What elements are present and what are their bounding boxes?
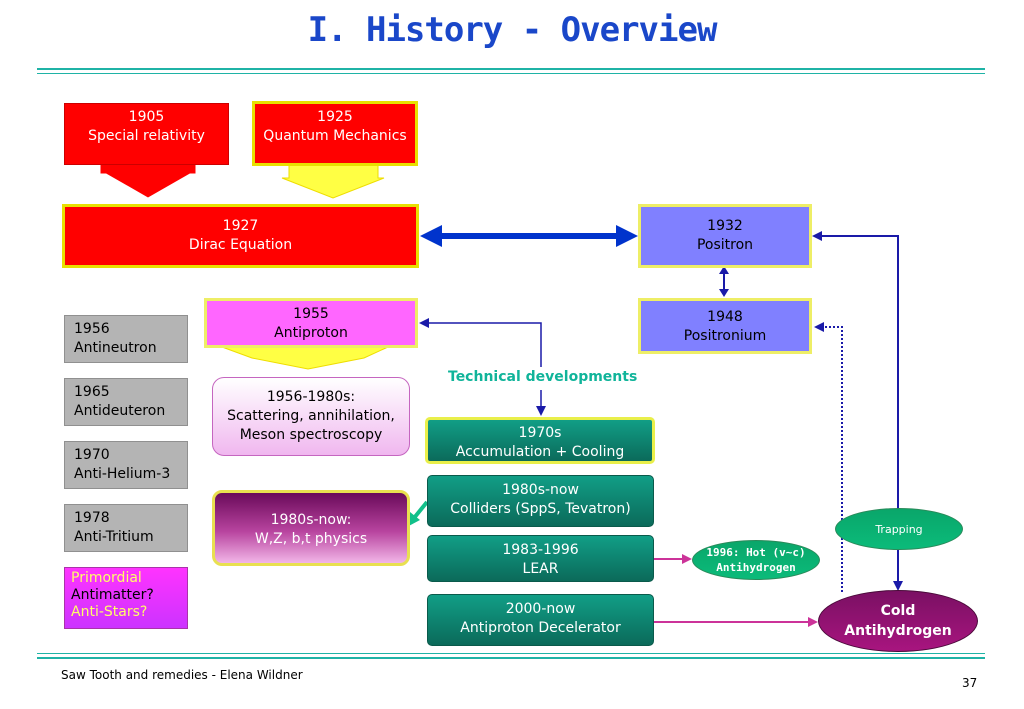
positron-year: 1932 — [707, 218, 743, 234]
sidebar-year: 1965 — [74, 384, 110, 400]
sidebar-label: Antineutron — [74, 340, 157, 356]
dirac-label: Dirac Equation — [188, 237, 293, 253]
tech-label: LEAR — [522, 561, 559, 577]
dirac-positron-head-left — [420, 225, 442, 247]
dirac-year: 1927 — [222, 218, 259, 234]
trapping-to-cold-head — [893, 581, 903, 591]
header-rule — [37, 68, 985, 70]
tech-to-antiproton-head — [419, 318, 429, 328]
tech-to-antiproton-line — [426, 322, 542, 367]
physics-line1: 1980s-now: — [270, 512, 352, 528]
positron-positronium-head-up — [719, 266, 729, 274]
scattering-box: 1956-1980s: Scattering, annihilation, Me… — [212, 377, 410, 456]
dirac-equation-box: 1927 Dirac Equation — [62, 204, 419, 268]
colliders-to-physics-line — [412, 500, 429, 520]
positron-box: 1932 Positron — [638, 204, 812, 268]
tech-year: 2000-now — [505, 601, 576, 617]
hot-antihydrogen-line2: Antihydrogen — [716, 561, 796, 574]
antiproton-label: Antiproton — [274, 325, 348, 341]
scattering-line3: Meson spectroscopy — [239, 427, 383, 443]
footer-rule — [37, 657, 985, 659]
cold-to-positronium-dotted — [822, 326, 843, 592]
primordial-line1: Primordial — [71, 570, 142, 586]
primordial-box: Primordial Antimatter? Anti-Stars? — [64, 567, 188, 629]
lear-to-hot-head — [682, 554, 692, 564]
cold-antihydrogen-line2: Antihydrogen — [844, 623, 952, 639]
tech-antiproton-decelerator: 2000-now Antiproton Decelerator — [427, 594, 654, 646]
quantum-mechanics-year: 1925 — [317, 109, 353, 125]
tech-year: 1983-1996 — [502, 542, 579, 558]
page-title: I. History - Overview — [307, 10, 718, 50]
tech-lear: 1983-1996 LEAR — [427, 535, 654, 582]
positronium-year: 1948 — [707, 309, 743, 325]
tech-label: Antiproton Decelerator — [460, 620, 621, 636]
quantum-mechanics-label: Quantum Mechanics — [263, 128, 407, 144]
positronium-box: 1948 Positronium — [638, 298, 812, 354]
trapping-label: Trapping — [875, 522, 923, 536]
sidebar-antideuteron: 1965 Antideuteron — [64, 378, 188, 426]
trapping-oval: Trapping — [835, 508, 963, 550]
sidebar-year: 1978 — [74, 510, 110, 526]
physics-box: 1980s-now: W,Z, b,t physics — [212, 490, 410, 566]
footer-rule-thin — [37, 653, 985, 654]
cold-to-positronium-head — [814, 322, 824, 332]
sidebar-year: 1956 — [74, 321, 110, 337]
down-arrow-qm — [281, 163, 385, 199]
sidebar-label: Anti-Helium-3 — [74, 466, 171, 482]
primordial-line2: Antimatter? — [71, 587, 154, 603]
special-relativity-label: Special relativity — [88, 128, 205, 144]
dirac-positron-head-right — [616, 225, 638, 247]
hot-antihydrogen-oval: 1996: Hot (v~c) Antihydrogen — [692, 540, 820, 580]
hot-antihydrogen-line1: 1996: Hot (v~c) — [706, 546, 806, 559]
antiproton-year: 1955 — [293, 306, 329, 322]
down-arrow-relativity — [99, 163, 197, 199]
trapping-to-positron-line — [818, 235, 899, 513]
footer-author: Saw Tooth and remedies - Elena Wildner — [61, 668, 303, 682]
tech-colliders: 1980s-now Colliders (SppS, Tevatron) — [427, 475, 654, 527]
cold-antihydrogen-line1: Cold — [880, 603, 916, 619]
scattering-line1: 1956-1980s: — [266, 389, 356, 405]
positron-label: Positron — [696, 237, 754, 253]
quantum-mechanics-box: 1925 Quantum Mechanics — [252, 101, 418, 166]
cold-antihydrogen-oval: Cold Antihydrogen — [818, 590, 978, 652]
tech-year: 1980s-now — [502, 482, 579, 498]
sidebar-anti-helium-3: 1970 Anti-Helium-3 — [64, 441, 188, 489]
sidebar-antineutron: 1956 Antineutron — [64, 315, 188, 363]
sidebar-label: Antideuteron — [74, 403, 166, 419]
physics-line2: W,Z, b,t physics — [254, 531, 368, 547]
page-number: 37 — [962, 676, 978, 690]
ad-to-cold-head — [808, 617, 818, 627]
sidebar-anti-tritium: 1978 Anti-Tritium — [64, 504, 188, 552]
down-arrow-antiproton — [221, 346, 389, 370]
tech-to-1970s-head — [536, 406, 546, 416]
sidebar-year: 1970 — [74, 447, 110, 463]
positron-positronium-head-down — [719, 289, 729, 297]
special-relativity-year: 1905 — [128, 109, 165, 125]
scattering-line2: Scattering, annihilation, — [227, 408, 395, 424]
header-rule-thin — [37, 73, 985, 74]
tech-label: Colliders (SppS, Tevatron) — [450, 501, 631, 517]
tech-year: 1970s — [518, 425, 562, 441]
tech-accumulation-cooling: 1970s Accumulation + Cooling — [425, 417, 655, 464]
primordial-line3: Anti-Stars? — [71, 604, 148, 620]
technical-developments-label: Technical developments — [448, 369, 638, 385]
special-relativity-box: 1905 Special relativity — [64, 103, 229, 165]
trapping-to-positron-head — [812, 231, 822, 241]
sidebar-label: Anti-Tritium — [74, 529, 154, 545]
tech-label: Accumulation + Cooling — [455, 444, 625, 460]
antiproton-box: 1955 Antiproton — [204, 298, 418, 348]
positronium-label: Positronium — [683, 328, 767, 344]
